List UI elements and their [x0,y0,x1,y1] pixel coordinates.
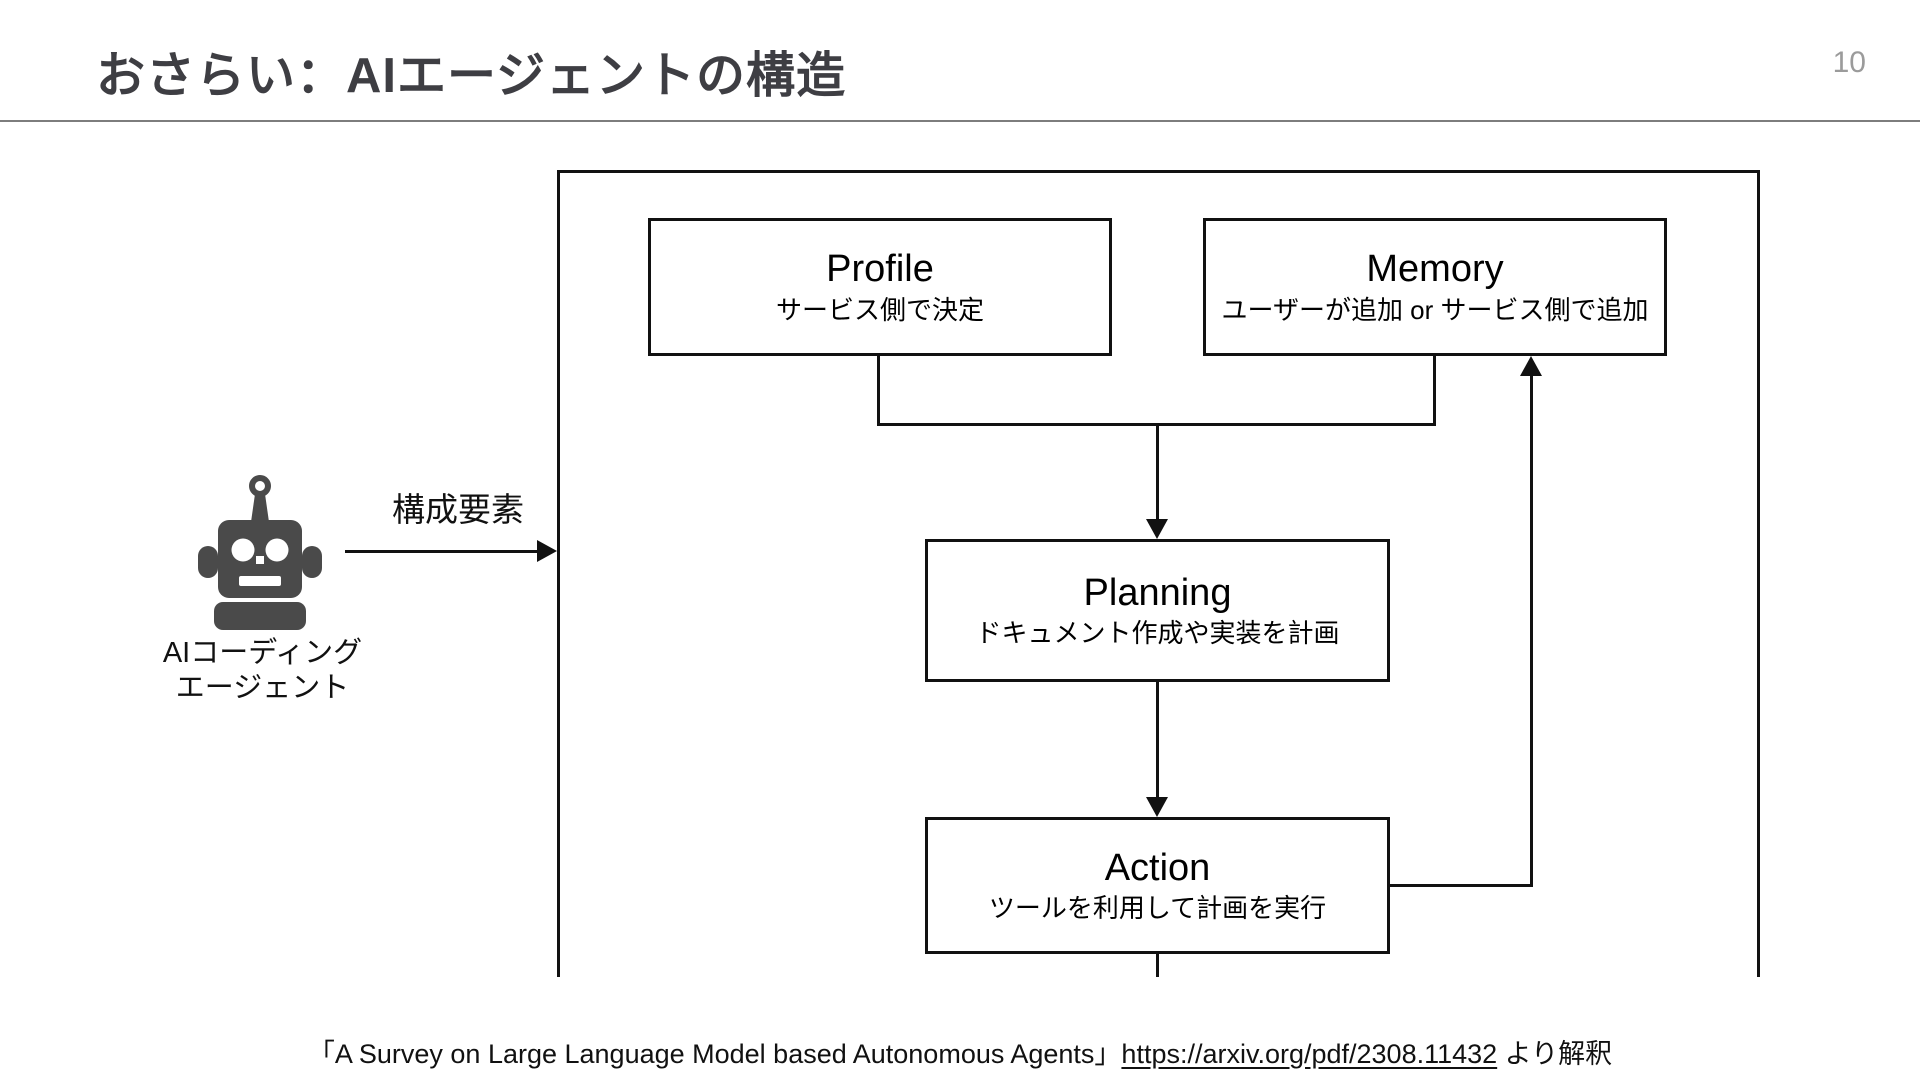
page-title: おさらい：AIエージェントの構造 [96,49,847,103]
connector-action-to-memory-horizontal [1390,884,1533,887]
agent-structure-container [557,170,1760,977]
connector-join-horizontal [877,423,1436,426]
actor-label-line1: AIコーディング [162,637,363,669]
node-memory: Memory ユーザーが追加 or サービス側で追加 [1203,218,1667,356]
connector-profile-drop [877,356,880,426]
connector-action-down [1156,954,1159,977]
node-memory-title: Memory [1366,248,1504,291]
arrowhead-to-planning-icon [1146,519,1168,539]
actor-label: AIコーディング エージェント [155,636,370,706]
page-number: 10 [1832,46,1866,79]
connector-memory-drop [1433,356,1436,426]
actor-label-line2: エージェント [175,671,350,704]
node-profile-subtitle: サービス側で決定 [775,294,984,325]
node-action-title: Action [1104,846,1211,889]
citation-source-title: 「A Survey on Large Language Model based … [307,1039,1122,1069]
components-arrow-label: 構成要素 [392,491,524,528]
connector-planning-to-action [1156,682,1159,799]
node-planning-title: Planning [1083,571,1232,614]
arrowhead-to-memory-icon [1520,356,1542,376]
arrowhead-to-action-icon [1146,797,1168,817]
robot-icon [190,470,330,630]
robot-icon-svg [198,475,322,630]
node-planning-subtitle: ドキュメント作成や実装を計画 [975,618,1340,649]
node-action-subtitle: ツールを利用して計画を実行 [988,893,1327,924]
connector-to-planning [1156,426,1159,521]
components-arrowhead-icon [537,540,557,562]
components-arrow-line [345,550,538,553]
node-memory-subtitle: ユーザーが追加 or サービス側で追加 [1221,294,1649,325]
connector-action-to-memory-vertical [1530,374,1533,886]
node-action: Action ツールを利用して計画を実行 [925,817,1390,954]
node-planning: Planning ドキュメント作成や実装を計画 [925,539,1390,682]
header-divider [0,120,1920,122]
node-profile-title: Profile [826,248,934,291]
citation-suffix: より解釈 [1497,1039,1613,1069]
citation-link[interactable]: https://arxiv.org/pdf/2308.11432 [1121,1039,1498,1069]
citation: 「A Survey on Large Language Model based … [0,1032,1920,1071]
node-profile: Profile サービス側で決定 [648,218,1112,356]
